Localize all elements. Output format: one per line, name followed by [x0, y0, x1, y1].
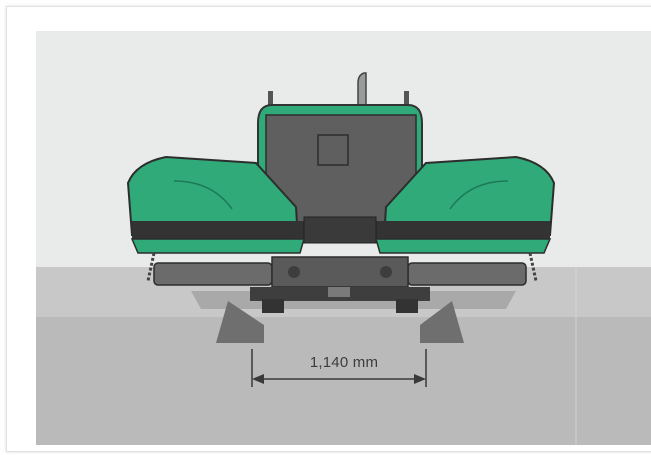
exhaust-pipe [357, 72, 367, 106]
screed-bolt-left [288, 266, 300, 278]
left-screed-tube [153, 262, 273, 286]
roof-post-right [404, 91, 409, 107]
paver-illustration [36, 31, 651, 445]
right-foot [396, 299, 418, 313]
right-skirt [375, 238, 552, 254]
roof-post-left [268, 91, 273, 107]
right-stripe-band [376, 221, 550, 239]
left-stripe-band [132, 221, 304, 239]
diagram-scene: 1,140 mm [36, 31, 651, 445]
dimension-arrow-right [414, 374, 426, 384]
center-conveyor [303, 216, 377, 244]
ground-lower [36, 317, 651, 445]
left-skirt [130, 238, 305, 254]
access-hatch [317, 134, 349, 166]
dimension-label: 1,140 mm [309, 354, 379, 371]
left-wing-seam [173, 180, 233, 210]
right-end-plate [420, 301, 464, 343]
dimension-arrow-left [252, 374, 264, 384]
diagram-frame: 1,140 mm [6, 6, 651, 452]
left-end-plate [216, 301, 264, 343]
screed-bolt-right [380, 266, 392, 278]
right-screed-tube [407, 262, 527, 286]
right-wing-seam [449, 180, 509, 210]
left-foot [262, 299, 284, 313]
center-block [328, 287, 350, 297]
